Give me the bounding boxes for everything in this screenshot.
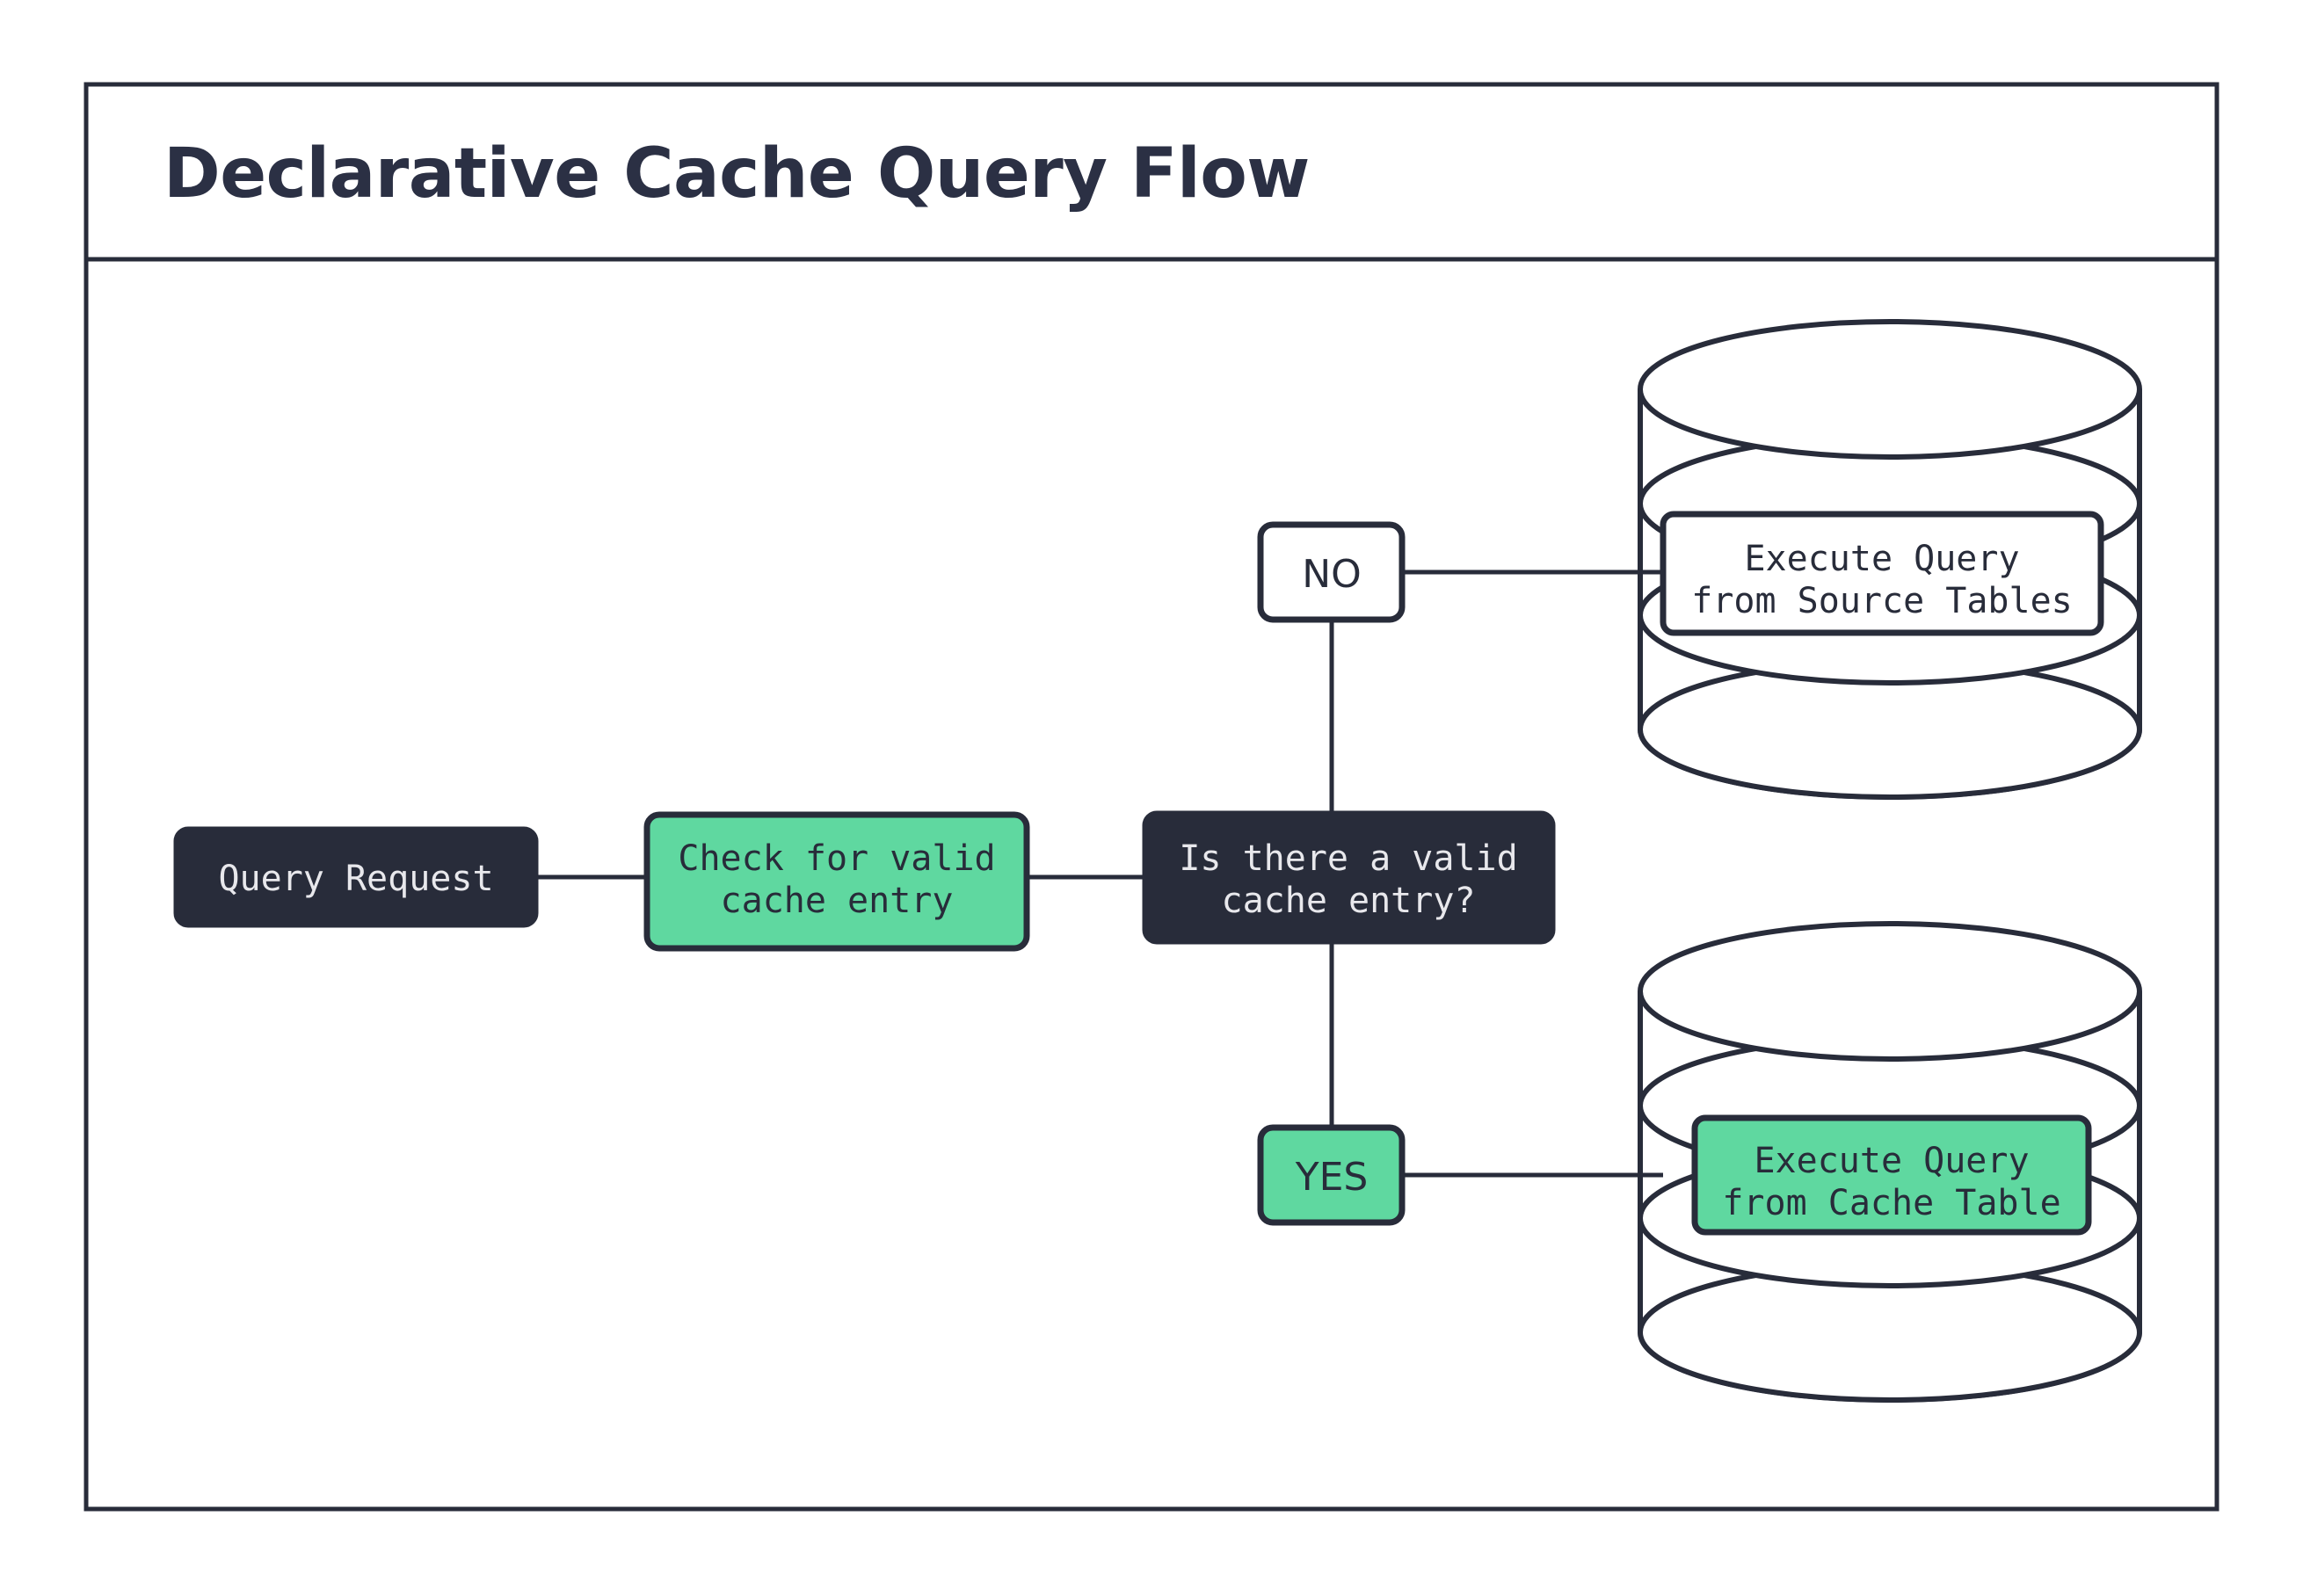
branch-yes-text: YES bbox=[1295, 1155, 1369, 1200]
decision-label-line2: cache entry? bbox=[1222, 881, 1476, 921]
branch-label-yes[interactable]: YES bbox=[1257, 1124, 1406, 1226]
query-request-label: Query Request bbox=[218, 859, 493, 899]
diagram-frame bbox=[84, 82, 2219, 1512]
check-cache-label-line2: cache entry bbox=[721, 881, 954, 921]
source-db-label-line1: Execute Query bbox=[1744, 539, 2019, 579]
source-db-label-line2: from Source Tables bbox=[1691, 581, 2072, 621]
check-cache-label-line1: Check for valid bbox=[678, 838, 995, 879]
cache-db-label-line1: Execute Query bbox=[1754, 1141, 2029, 1181]
node-query-request[interactable]: Query Request bbox=[173, 826, 539, 928]
node-check-cache-entry[interactable]: Check for valid cache entry bbox=[643, 811, 1030, 952]
node-decision-valid-cache[interactable]: Is there a valid cache entry? bbox=[1142, 810, 1556, 945]
page-title: Declarative Cache Query Flow bbox=[163, 134, 1310, 214]
source-tables-label-plate: Execute Query from Source Tables bbox=[1660, 511, 2104, 636]
cache-db-label-line2: from Cache Table bbox=[1722, 1183, 2060, 1223]
branch-no-text: NO bbox=[1302, 552, 1362, 597]
cache-table-label-plate: Execute Query from Cache Table bbox=[1691, 1114, 2092, 1236]
decision-label-line1: Is there a valid bbox=[1179, 838, 1517, 879]
branch-label-no[interactable]: NO bbox=[1257, 521, 1406, 623]
